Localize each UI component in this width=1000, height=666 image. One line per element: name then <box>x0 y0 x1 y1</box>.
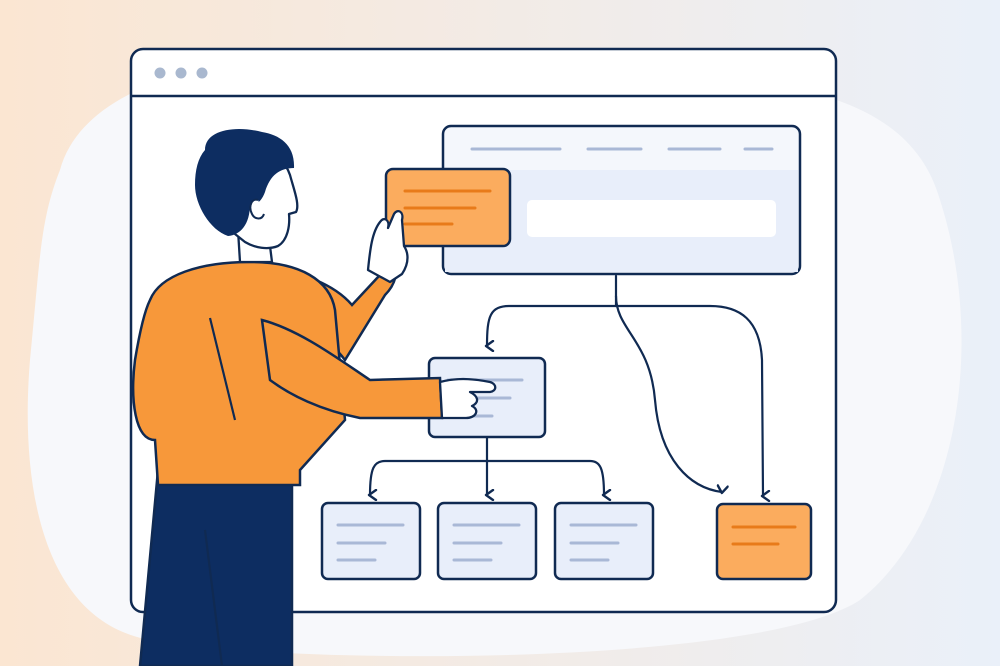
arrow-down-icon <box>614 294 722 492</box>
window-dots-icon <box>154 67 208 79</box>
pointing-hand <box>438 377 497 420</box>
held-orange-card <box>384 167 512 248</box>
pants-seam <box>203 529 224 666</box>
raised-hand <box>366 210 409 284</box>
bottom-node-2 <box>436 501 538 581</box>
connectors <box>370 274 763 496</box>
bottom-node-1 <box>320 501 422 581</box>
arrow-down-icon <box>370 459 489 495</box>
bottom-node-3 <box>553 501 655 581</box>
ear <box>249 198 265 220</box>
pants <box>138 468 294 666</box>
shirt <box>131 260 347 487</box>
arrow-down-icon <box>614 304 763 496</box>
top-panel <box>441 124 802 276</box>
arrow-down-icon <box>485 459 604 495</box>
arrow-down-icon <box>487 274 618 346</box>
person-figure <box>131 129 512 666</box>
hair <box>195 129 295 236</box>
shirt-fold <box>208 317 237 421</box>
pointing-arm <box>260 318 444 420</box>
panel-input-field <box>527 200 776 237</box>
bottom-node-orange <box>715 502 813 581</box>
